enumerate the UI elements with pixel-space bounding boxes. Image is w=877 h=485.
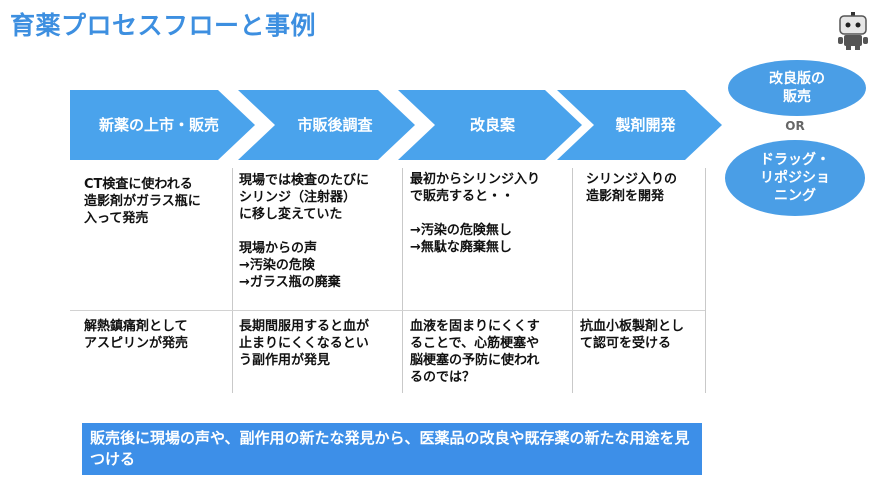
case1-improvement: 最初からシリンジ入り で販売すると・・ →汚染の危険無し →無駄な廃棄無し	[410, 172, 541, 255]
step-arrow-1	[70, 90, 255, 160]
summary-box: 販売後に現場の声や、副作用の新たな発見から、医薬品の改良や既存薬の新たな用途を見…	[82, 423, 702, 475]
column-divider	[232, 168, 233, 393]
step-arrow-2	[238, 90, 415, 160]
step-arrow-3	[398, 90, 582, 160]
case1-survey: 現場では検査のたびに シリンジ（注射器） に移し変えていた 現場からの声 →汚染…	[239, 173, 370, 290]
column-divider	[402, 168, 403, 393]
column-divider	[705, 168, 706, 393]
step-label-1: 新薬の上市・販売	[98, 116, 219, 134]
step-label-2: 市販後調査	[297, 116, 373, 134]
case2-launch: 解熱鎮痛剤として アスピリンが発売	[84, 319, 189, 351]
case2-survey: 長期間服用すると血が 止まりにくくなるとい う副作用が発見	[239, 319, 370, 368]
outcome-improved-version: 改良版の 販売	[728, 60, 866, 116]
or-label: OR	[785, 119, 805, 133]
case2-improvement: 血液を固まりにくくす ることで、心筋梗塞や 脳梗塞の予防に使われ るのでは？	[410, 319, 540, 385]
robot-icon	[838, 12, 868, 50]
page-title: 育薬プロセスフローと事例	[10, 11, 317, 40]
case1-development: シリンジ入りの 造影剤を開発	[586, 172, 678, 204]
step-arrow-4	[557, 90, 722, 160]
outcome-drug-repositioning: ドラッグ・ リポジショ ニング	[725, 140, 865, 216]
step-label-3: 改良案	[469, 116, 515, 134]
row-divider	[70, 310, 705, 311]
case1-launch: CT検査に使われる 造影剤がガラス瓶に 入って発売	[84, 177, 201, 226]
column-divider	[572, 168, 573, 393]
step-label-4: 製剤開発	[615, 116, 676, 134]
case2-development: 抗血小板製剤とし て認可を受ける	[580, 319, 685, 351]
